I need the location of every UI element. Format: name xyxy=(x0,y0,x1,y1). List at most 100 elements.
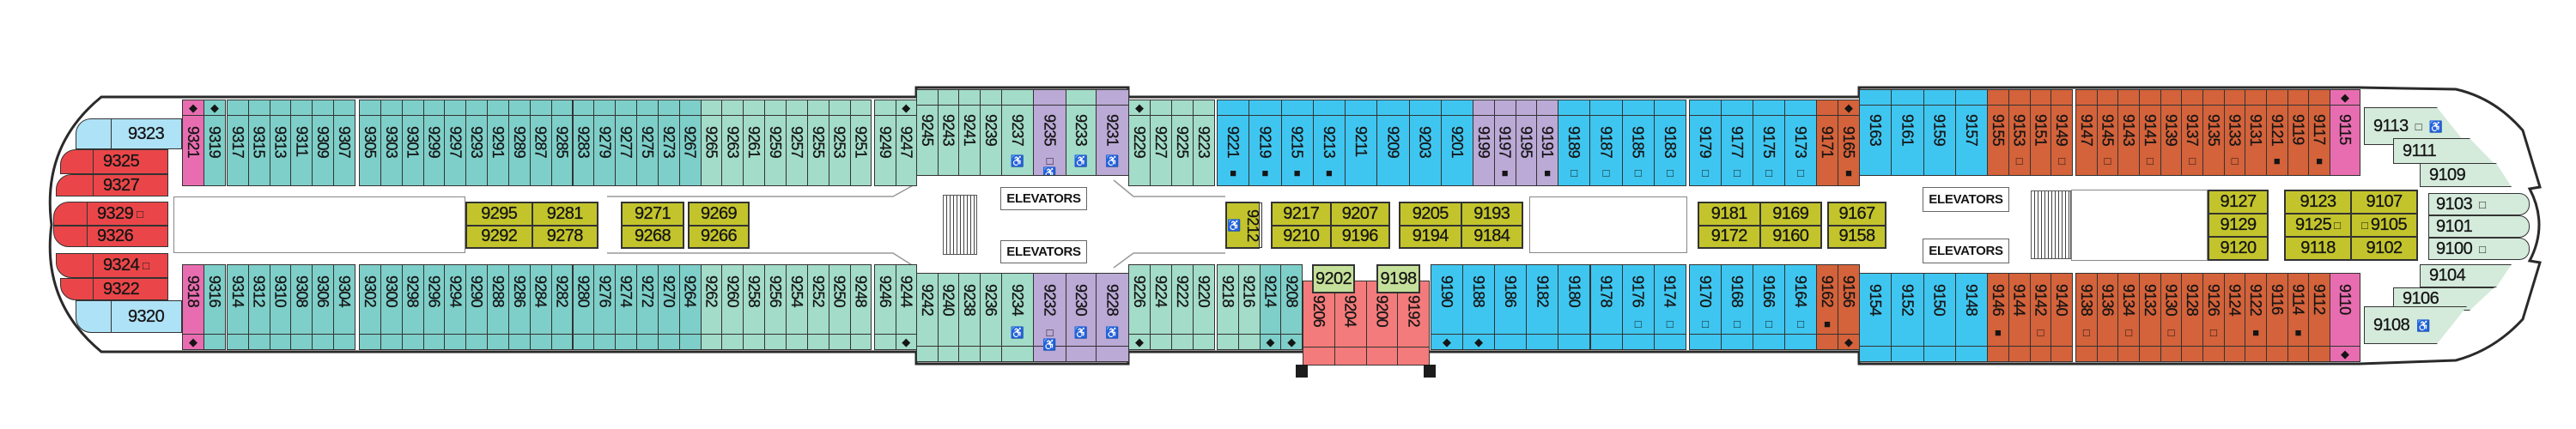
cabin-9147[interactable]: 9147 xyxy=(2075,89,2098,176)
cabin-9236[interactable]: 9236 xyxy=(980,273,1002,362)
cabin-9241[interactable]: 9241 xyxy=(958,89,981,176)
cabin-9289[interactable]: 9289 xyxy=(507,100,531,186)
cabin-9205[interactable]: 9205 xyxy=(1400,202,1461,226)
cabin-9230[interactable]: 9230♿ xyxy=(1066,273,1097,362)
cabin-9165[interactable]: ◆9165■ xyxy=(1838,100,1860,186)
cabin-9123[interactable]: 9123 xyxy=(2285,190,2351,214)
cabin-9311[interactable]: 9311 xyxy=(290,100,313,186)
cabin-9130[interactable]: 9130□ xyxy=(2160,273,2183,362)
cabin-9226[interactable]: ◆9226 xyxy=(1128,264,1151,350)
cabin-9152[interactable]: 9152 xyxy=(1891,273,1924,362)
cabin-9215[interactable]: 9215■ xyxy=(1280,100,1314,186)
cabin-9214[interactable]: ◆9214 xyxy=(1259,264,1282,350)
cabin-9237[interactable]: 9237♿ xyxy=(1001,89,1034,176)
cabin-9307[interactable]: 9307 xyxy=(333,100,355,186)
cabin-9179[interactable]: 9179□ xyxy=(1689,100,1722,186)
cabin-9320[interactable]: 9320 xyxy=(76,300,182,333)
cabin-9258[interactable]: 9258 xyxy=(743,264,766,350)
cabin-9299[interactable]: 9299 xyxy=(422,100,446,186)
cabin-9102[interactable]: 9102 xyxy=(2351,237,2417,260)
cabin-9157[interactable]: 9157 xyxy=(1954,89,1988,176)
cabin-9197[interactable]: 9197■ xyxy=(1493,100,1516,186)
cabin-9126[interactable]: 9126□ xyxy=(2202,273,2225,362)
cabin-9148[interactable]: 9148 xyxy=(1954,273,1988,362)
cabin-9117[interactable]: 9117■ xyxy=(2308,89,2331,176)
cabin-9309[interactable]: 9309 xyxy=(312,100,334,186)
cabin-9129[interactable]: 9129 xyxy=(2208,214,2268,237)
cabin-9199[interactable]: 9199 xyxy=(1473,100,1495,186)
cabin-9180[interactable]: 9180 xyxy=(1558,264,1591,350)
cabin-9314[interactable]: 9314 xyxy=(227,264,249,350)
cabin-9154[interactable]: 9154 xyxy=(1859,273,1893,362)
cabin-9291[interactable]: 9291 xyxy=(487,100,509,186)
cabin-9266[interactable]: 9266 xyxy=(689,225,749,248)
cabin-9228[interactable]: 9228♿ xyxy=(1096,273,1129,362)
cabin-9221[interactable]: 9221■ xyxy=(1217,100,1250,186)
cabin-9156[interactable]: ◆9156 xyxy=(1838,264,1860,350)
cabin-9133[interactable]: 9133□ xyxy=(2223,89,2246,176)
cabin-9174[interactable]: 9174□ xyxy=(1653,264,1686,350)
cabin-9297[interactable]: 9297 xyxy=(444,100,467,186)
cabin-9149[interactable]: 9149□ xyxy=(2050,89,2073,176)
cabin-9172[interactable]: 9172 xyxy=(1698,225,1760,248)
cabin-9143[interactable]: 9143 xyxy=(2117,89,2140,176)
cabin-9146[interactable]: 9146■ xyxy=(1987,273,2009,362)
cabin-9310[interactable]: 9310 xyxy=(269,264,292,350)
cabin-9114[interactable]: 9114■ xyxy=(2287,273,2310,362)
cabin-9211[interactable]: 9211 xyxy=(1345,100,1378,186)
cabin-9285[interactable]: 9285 xyxy=(550,100,574,186)
cabin-9268[interactable]: 9268 xyxy=(622,225,683,248)
cabin-9290[interactable]: 9290 xyxy=(465,264,489,350)
cabin-9257[interactable]: 9257 xyxy=(786,100,808,186)
cabin-9171[interactable]: 9171 xyxy=(1816,100,1838,186)
cabin-9264[interactable]: 9264 xyxy=(678,264,702,350)
cabin-9253[interactable]: 9253 xyxy=(828,100,851,186)
cabin-9306[interactable]: 9306 xyxy=(312,264,334,350)
cabin-9267[interactable]: 9267 xyxy=(678,100,702,186)
cabin-9235[interactable]: 9235□♿ xyxy=(1033,89,1066,176)
cabin-9189[interactable]: 9189□ xyxy=(1558,100,1591,186)
cabin-9293[interactable]: 9293 xyxy=(465,100,489,186)
cabin-9187[interactable]: 9187□ xyxy=(1589,100,1623,186)
cabin-9233[interactable]: 9233♿ xyxy=(1066,89,1097,176)
cabin-9227[interactable]: 9227 xyxy=(1150,100,1172,186)
cabin-9313[interactable]: 9313 xyxy=(269,100,292,186)
cabin-9325[interactable]: 9325 xyxy=(60,149,168,174)
cabin-9244[interactable]: ◆9244 xyxy=(895,264,917,350)
cabin-9246[interactable]: 9246 xyxy=(874,264,896,350)
cabin-9163[interactable]: 9163 xyxy=(1859,89,1893,176)
cabin-9263[interactable]: 9263 xyxy=(721,100,744,186)
cabin-9201[interactable]: 9201 xyxy=(1440,100,1473,186)
cabin-9190[interactable]: ◆9190 xyxy=(1431,264,1464,350)
cabin-9196[interactable]: 9196 xyxy=(1330,225,1389,248)
cabin-9248[interactable]: 9248 xyxy=(849,264,872,350)
cabin-9279[interactable]: 9279 xyxy=(593,100,617,186)
cabin-9202[interactable]: 9202 xyxy=(1313,265,1354,293)
cabin-9109[interactable]: 9109 xyxy=(2420,163,2512,187)
cabin-9150[interactable]: 9150 xyxy=(1923,273,1956,362)
cabin-9108[interactable]: 9108♿ xyxy=(2364,306,2467,344)
cabin-9122[interactable]: 9122■ xyxy=(2245,273,2268,362)
cabin-9161[interactable]: 9161 xyxy=(1891,89,1924,176)
cabin-9118[interactable]: 9118 xyxy=(2285,237,2351,260)
cabin-9275[interactable]: 9275 xyxy=(636,100,659,186)
cabin-9256[interactable]: 9256 xyxy=(764,264,787,350)
cabin-9298[interactable]: 9298 xyxy=(401,264,424,350)
cabin-9119[interactable]: 9119 xyxy=(2287,89,2310,176)
cabin-9305[interactable]: 9305 xyxy=(359,100,381,186)
cabin-9198[interactable]: 9198 xyxy=(1377,265,1419,293)
cabin-9125[interactable]: 9125□ xyxy=(2285,214,2351,237)
cabin-9252[interactable]: 9252 xyxy=(806,264,829,350)
cabin-9142[interactable]: 9142□ xyxy=(2029,273,2052,362)
cabin-9140[interactable]: 9140 xyxy=(2050,273,2073,362)
cabin-9231[interactable]: 9231♿ xyxy=(1096,89,1129,176)
cabin-9240[interactable]: 9240 xyxy=(938,273,959,362)
cabin-9296[interactable]: 9296 xyxy=(422,264,446,350)
cabin-9323[interactable]: 9323 xyxy=(76,118,182,149)
cabin-9301[interactable]: 9301 xyxy=(401,100,424,186)
cabin-9316[interactable]: 9316 xyxy=(204,264,226,350)
cabin-9282[interactable]: 9282 xyxy=(550,264,574,350)
cabin-9193[interactable]: 9193 xyxy=(1461,202,1522,226)
cabin-9182[interactable]: 9182 xyxy=(1526,264,1559,350)
cabin-9110[interactable]: ◆9110 xyxy=(2330,273,2360,362)
